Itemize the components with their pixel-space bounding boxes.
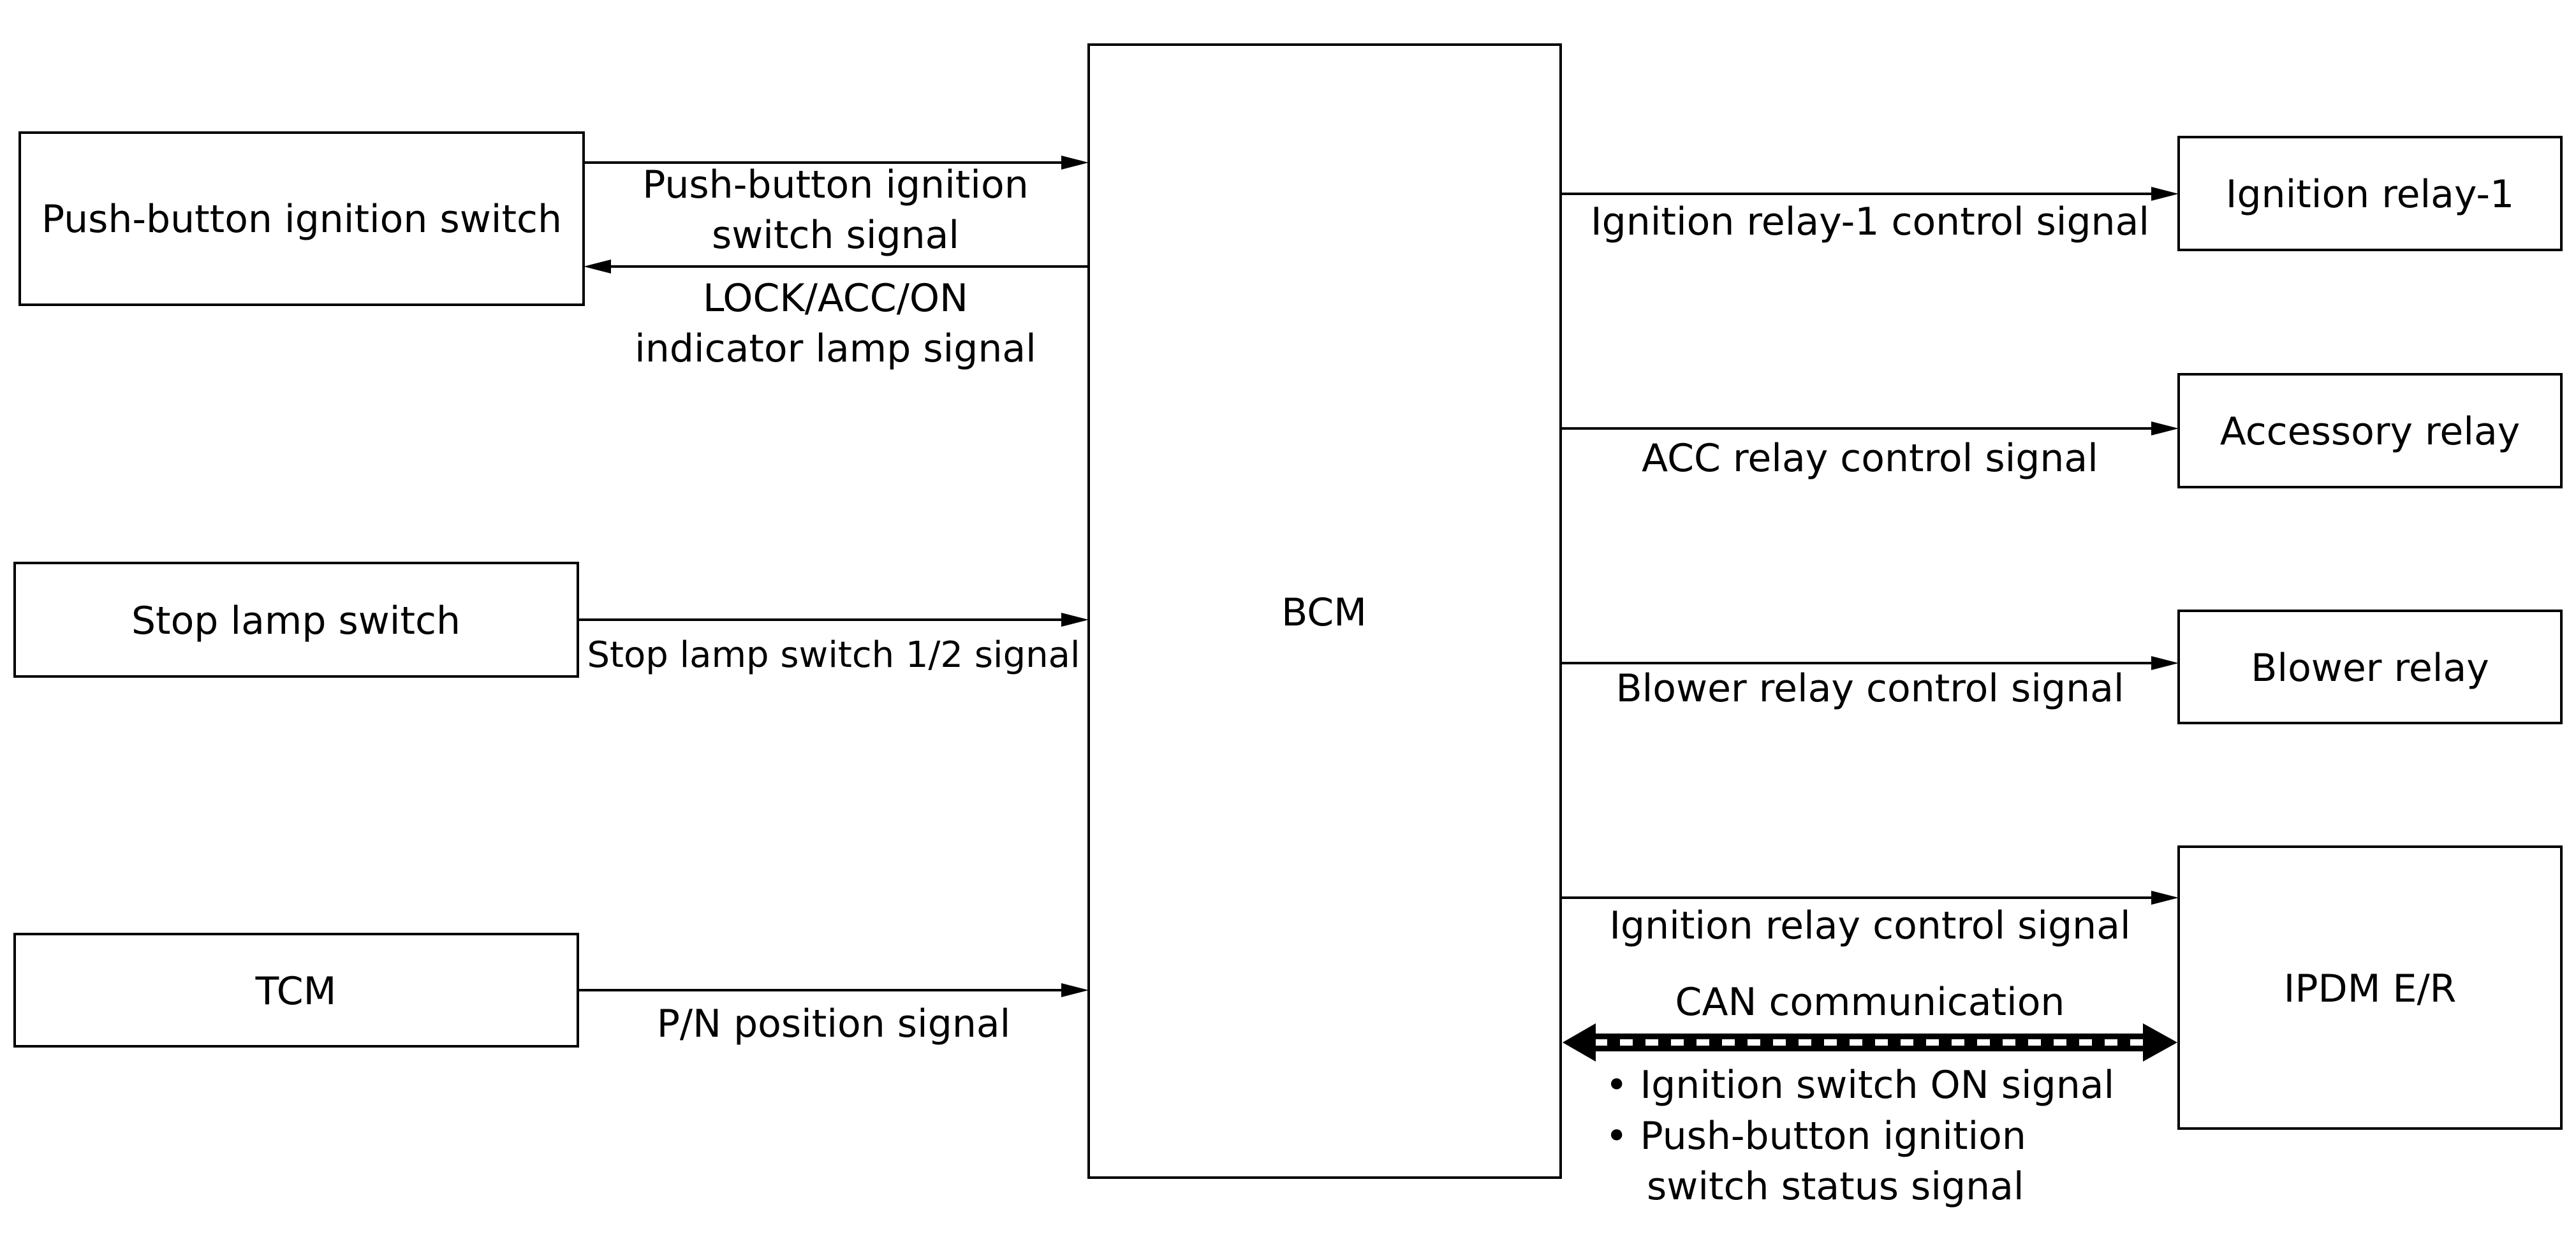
push-button-signal-connector — [584, 156, 1089, 170]
push-button-signal-label-line2: switch signal — [712, 213, 959, 258]
blower-relay-control-connector — [1561, 656, 2179, 670]
arrowhead-icon — [584, 259, 611, 274]
can-item-push-button-line1: • Push-button ignition — [1605, 1114, 2026, 1158]
blower-relay-label: Blower relay — [2251, 646, 2489, 691]
ignition-relay-1-control-label: Ignition relay-1 control signal — [1591, 200, 2149, 244]
ipdm-er-label: IPDM E/R — [2284, 967, 2457, 1011]
arrowhead-icon — [2151, 891, 2179, 905]
indicator-lamp-signal-connector — [584, 259, 1089, 274]
ipdm-er-box: IPDM E/R — [2177, 845, 2563, 1130]
ignition-relay-control-connector — [1561, 891, 2179, 905]
accessory-relay-box: Accessory relay — [2177, 373, 2563, 488]
indicator-lamp-signal-label-line2: indicator lamp signal — [635, 326, 1036, 371]
can-item-push-button-line2: switch status signal — [1647, 1164, 2024, 1209]
arrowhead-icon — [1061, 156, 1089, 170]
blower-relay-control-label: Blower relay control signal — [1616, 666, 2124, 711]
bcm-label: BCM — [1281, 590, 1367, 635]
pn-position-signal-connector — [578, 983, 1089, 997]
stop-lamp-switch-label: Stop lamp switch — [131, 599, 460, 643]
can-communication-label: CAN communication — [1675, 980, 2065, 1025]
accessory-relay-label: Accessory relay — [2220, 409, 2521, 454]
ignition-relay-1-box: Ignition relay-1 — [2177, 136, 2563, 251]
bcm-box: BCM — [1087, 43, 1562, 1179]
tcm-label: TCM — [255, 969, 337, 1014]
arrowhead-left-icon — [1563, 1023, 1596, 1062]
acc-relay-control-connector — [1561, 421, 2179, 435]
indicator-lamp-signal-label-line1: LOCK/ACC/ON — [703, 276, 968, 321]
arrowhead-icon — [2151, 187, 2179, 201]
stop-lamp-signal-label: Stop lamp switch 1/2 signal — [587, 634, 1080, 676]
pn-position-signal-label: P/N position signal — [657, 1002, 1011, 1046]
can-item-ignition-on: • Ignition switch ON signal — [1605, 1063, 2114, 1107]
ignition-relay-1-control-connector — [1561, 187, 2179, 201]
ignition-relay-control-label: Ignition relay control signal — [1609, 903, 2130, 948]
can-communication-bus — [1563, 1023, 2177, 1062]
stop-lamp-signal-connector — [578, 613, 1089, 627]
ignition-relay-1-label: Ignition relay-1 — [2226, 172, 2514, 217]
push-button-ignition-switch-label: Push-button ignition switch — [41, 197, 562, 242]
arrowhead-icon — [2151, 421, 2179, 435]
push-button-signal-label-line1: Push-button ignition — [642, 163, 1028, 207]
push-button-ignition-switch-box: Push-button ignition switch — [18, 131, 585, 306]
arrowhead-icon — [1061, 613, 1089, 627]
tcm-box: TCM — [13, 933, 579, 1048]
blower-relay-box: Blower relay — [2177, 610, 2563, 724]
acc-relay-control-label: ACC relay control signal — [1642, 436, 2098, 481]
stop-lamp-switch-box: Stop lamp switch — [13, 562, 579, 678]
arrowhead-icon — [1061, 983, 1089, 997]
arrowhead-right-icon — [2143, 1023, 2177, 1062]
arrowhead-icon — [2151, 656, 2179, 670]
